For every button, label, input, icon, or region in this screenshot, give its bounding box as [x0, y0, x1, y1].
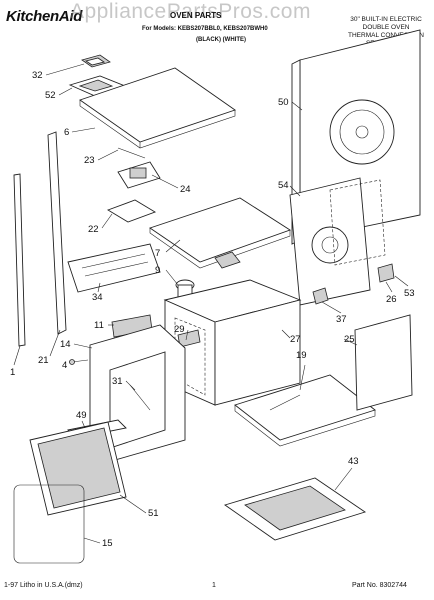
- callout-label: 11: [94, 320, 104, 331]
- part-52-vent: [68, 75, 127, 97]
- color-line: (BLACK) (WHITE): [196, 37, 246, 43]
- part-54-fan-panel: [289, 177, 386, 306]
- callout-label: 50: [278, 97, 289, 108]
- model-line: For Models: KEBS207BBL0, KEBS207BWH0: [142, 26, 268, 32]
- part-7-shelf: [148, 197, 292, 269]
- callout-label: 52: [45, 90, 56, 101]
- page-title: OVEN PARTS: [170, 11, 222, 20]
- description-line: DOUBLE OVEN: [362, 24, 410, 31]
- callout-label: 7: [155, 248, 160, 259]
- part-23-terminal: [117, 147, 146, 159]
- description-line: THERMAL CONVECTION: [348, 32, 424, 39]
- callout-label: 32: [32, 70, 43, 81]
- part-27-oven-cavity: [163, 279, 302, 406]
- callout-label: 1: [10, 367, 15, 378]
- callout-label: 19: [296, 350, 307, 361]
- brand-logo: KitchenAid: [6, 8, 83, 25]
- callout-label: 22: [88, 224, 99, 235]
- part-32-cap: [81, 54, 111, 68]
- callout-label: 31: [112, 376, 123, 387]
- callout-label: 43: [348, 456, 359, 467]
- part-37-bracket: [312, 287, 329, 305]
- part-19-bottom-tray: [234, 374, 376, 447]
- callout-label: 14: [60, 339, 71, 350]
- part-6-top-panel: [79, 67, 236, 149]
- part-26-clip: [377, 263, 395, 283]
- callout-label: 29: [174, 324, 185, 335]
- part-43-drip-pan: [223, 477, 367, 541]
- callout-label: 53: [404, 288, 415, 299]
- callout-label: 21: [38, 355, 49, 366]
- part-24-bracket: [117, 161, 161, 189]
- callout-label: 9: [155, 265, 160, 276]
- part-4-screw: [69, 359, 89, 365]
- callout-label: 37: [336, 314, 347, 325]
- description-line: 30" BUILT-IN ELECTRIC: [350, 16, 422, 23]
- footer-litho: 1-97 Litho in U.S.A.(dmz): [4, 582, 83, 589]
- footer-page-number: 1: [212, 582, 216, 589]
- footer-part-number: Part No. 8302744: [352, 582, 407, 589]
- callout-label: 34: [92, 292, 103, 303]
- part-1-trim-strip: [13, 173, 26, 347]
- callout-label: 4: [62, 360, 67, 371]
- part-25-side-panel: [354, 314, 413, 411]
- callout-label: 26: [386, 294, 397, 305]
- part-51-door-trim: [29, 421, 127, 516]
- callout-label: 24: [180, 184, 191, 195]
- callout-label: 27: [290, 334, 301, 345]
- callout-label: 54: [278, 180, 289, 191]
- part-15-door-seal: [13, 484, 85, 564]
- callout-label: 25: [344, 334, 355, 345]
- part-21-side-trim: [47, 131, 67, 335]
- callout-label: 6: [64, 127, 69, 138]
- part-22-plate: [106, 199, 157, 223]
- leader-lines: [13, 63, 409, 544]
- callout-label: 51: [148, 508, 159, 519]
- part-34-control-panel: [67, 243, 161, 293]
- callout-label: 49: [76, 410, 87, 421]
- watermark: AppliancePartsPros.com: [70, 0, 311, 23]
- callout-label: 15: [102, 538, 113, 549]
- callout-label: 23: [84, 155, 95, 166]
